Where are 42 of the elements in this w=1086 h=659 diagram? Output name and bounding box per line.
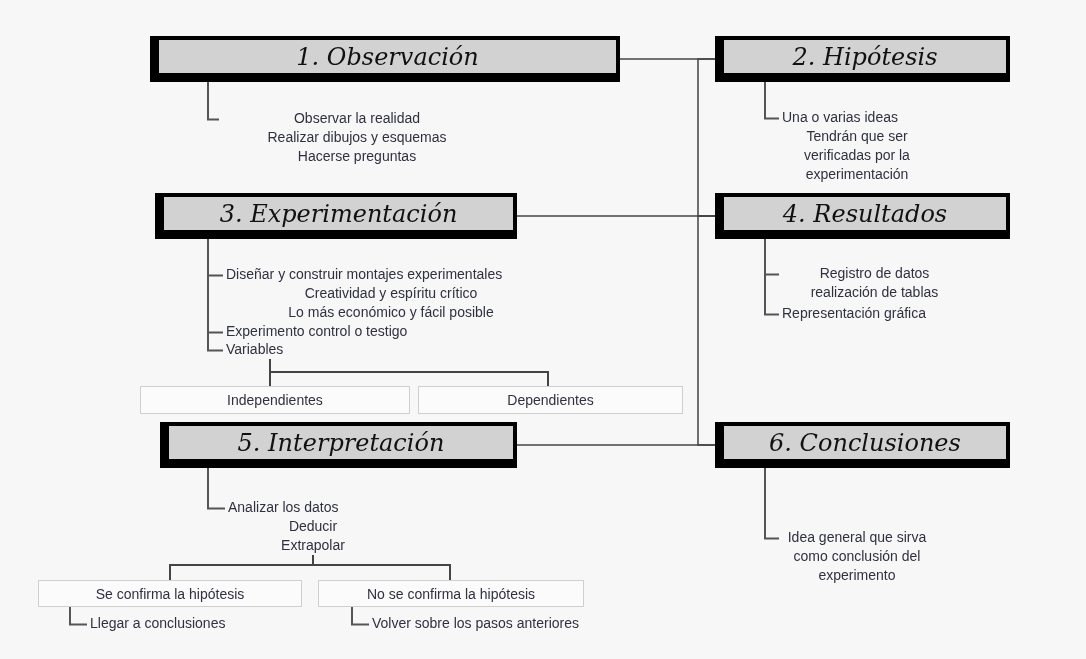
- connector-line: [697, 58, 716, 217]
- step-note: Diseñar y construir montajes experimentales: [226, 265, 504, 284]
- connector-line: [207, 238, 224, 352]
- connector-line: [764, 467, 780, 540]
- connector-line: [312, 554, 451, 581]
- step-note: Registro de datos: [818, 264, 931, 283]
- step-note: Tendrán que ser verificadas por la experimentación: [803, 127, 911, 184]
- step-note: Creatividad y espíritu crítico: [303, 284, 479, 303]
- step-note: Volver sobre los pasos anteriores: [372, 614, 579, 633]
- connector-line: [764, 238, 780, 316]
- step-title-box: 4. Resultados: [715, 193, 1010, 239]
- step-title-box: 6. Conclusiones: [715, 422, 1010, 468]
- step-note: Extrapolar: [280, 536, 346, 555]
- outcome-box: Independientes: [140, 386, 410, 414]
- outcome-box: Dependientes: [418, 386, 683, 414]
- step-note: Idea general que sirva como conclusión del experimento: [786, 528, 928, 585]
- connector-line: [69, 606, 88, 626]
- connector-line: [207, 467, 226, 510]
- step-note: realización de tablas: [809, 283, 940, 302]
- step-title-box: 3. Experimentación: [155, 193, 517, 239]
- step-title-box: 1. Observación: [150, 36, 620, 82]
- step-note: Variables: [226, 340, 284, 359]
- step-note: Analizar los datos: [228, 498, 340, 517]
- connector-line: [207, 81, 220, 121]
- step-note: Una o varias ideas: [782, 108, 899, 127]
- connector-line: [516, 444, 716, 446]
- outcome-box: No se confirma la hipótesis: [318, 580, 584, 607]
- step-note: Representación gráfica: [782, 304, 926, 323]
- connector-line: [351, 606, 370, 626]
- step-note: Observar la realidad: [292, 109, 422, 128]
- step-note: Realizar dibujos y esquemas: [266, 128, 448, 147]
- step-note: Lo más económico y fácil posible: [287, 303, 495, 322]
- step-note: Llegar a conclusiones: [90, 614, 226, 633]
- connector-line: [764, 81, 780, 120]
- connector-line: [269, 358, 549, 387]
- step-note: Hacerse preguntas: [296, 147, 418, 166]
- connector-line: [697, 215, 716, 446]
- step-title-box: 5. Interpretación: [160, 422, 517, 468]
- step-note: Experimento control o testigo: [226, 322, 408, 341]
- step-note: Deducir: [287, 517, 339, 536]
- outcome-box: Se confirma la hipótesis: [38, 580, 302, 607]
- step-title-box: 2. Hipótesis: [715, 36, 1010, 82]
